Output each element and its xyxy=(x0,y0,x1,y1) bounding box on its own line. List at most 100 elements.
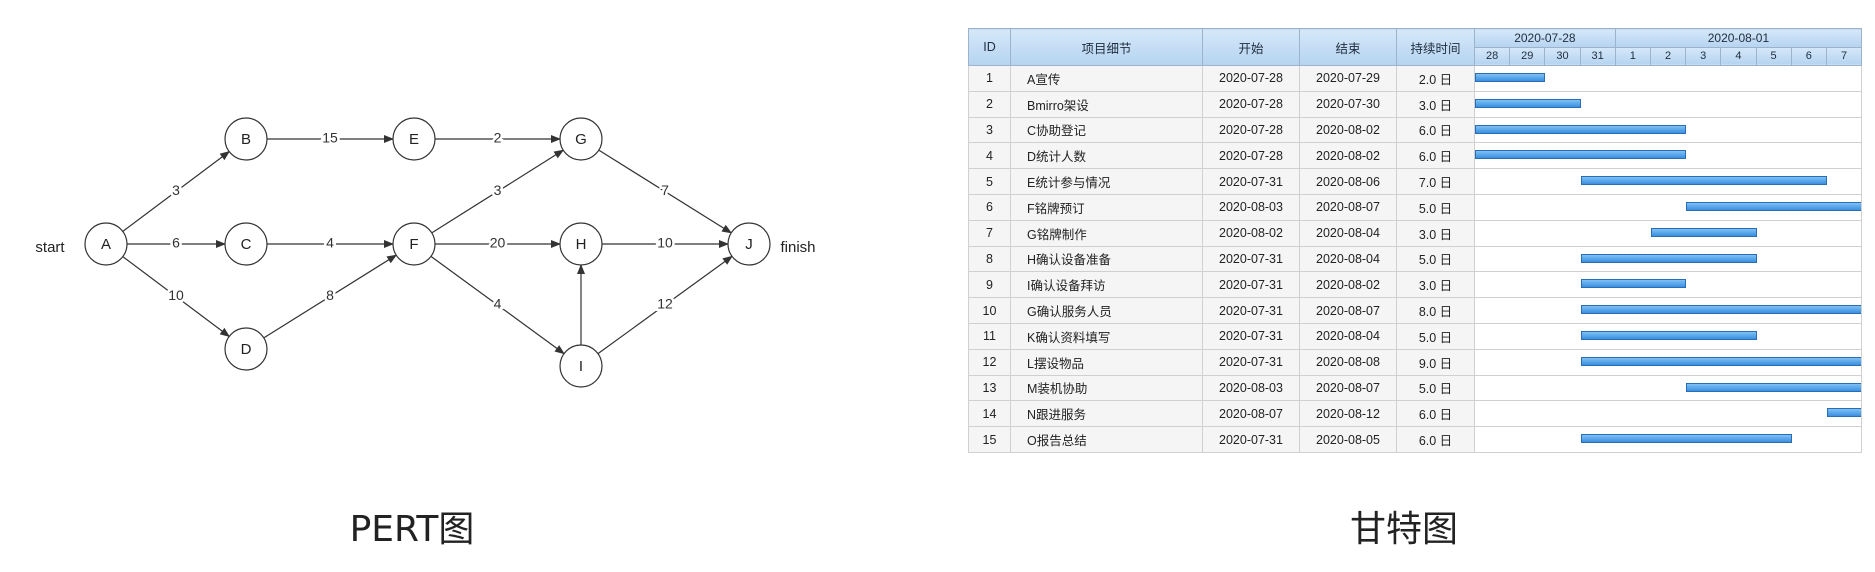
node-A: A xyxy=(84,222,128,266)
row-task: A宣传 xyxy=(1010,65,1203,92)
row-task: D统计人数 xyxy=(1010,142,1203,170)
row-start: 2020-07-31 xyxy=(1202,168,1300,195)
task-bar[interactable] xyxy=(1580,176,1827,186)
edge-weight-label: 7 xyxy=(661,182,669,198)
task-bar[interactable] xyxy=(1651,227,1757,237)
task-bar[interactable] xyxy=(1580,330,1757,340)
node-circle xyxy=(224,222,268,266)
row-end: 2020-08-12 xyxy=(1299,400,1397,428)
node-label: D xyxy=(241,341,252,358)
row-id: 1 xyxy=(968,65,1011,92)
edge-I-J xyxy=(597,255,733,355)
edge-weight-label: 10 xyxy=(168,287,184,303)
edge-weight-label: 12 xyxy=(657,296,673,312)
row-start: 2020-07-31 xyxy=(1202,348,1300,376)
row-task: E统计参与情况 xyxy=(1010,168,1203,195)
row-end: 2020-08-07 xyxy=(1299,193,1397,221)
node-circle xyxy=(559,222,603,266)
row-end: 2020-08-06 xyxy=(1299,168,1397,195)
row-timeline xyxy=(1473,245,1863,273)
start-label: start xyxy=(35,239,65,256)
row-id: 13 xyxy=(968,374,1011,402)
row-task: K确认资料填写 xyxy=(1010,322,1203,350)
node-circle xyxy=(392,222,436,266)
row-timeline xyxy=(1473,65,1863,92)
task-bar[interactable] xyxy=(1580,434,1792,444)
row-start: 2020-07-31 xyxy=(1202,297,1300,324)
row-end: 2020-07-29 xyxy=(1299,65,1397,92)
edge-weight-label: 3 xyxy=(172,182,180,198)
row-id: 6 xyxy=(968,193,1011,221)
row-id: 8 xyxy=(968,245,1011,273)
day-header: 29 xyxy=(1509,46,1546,66)
task-bar[interactable] xyxy=(1475,150,1687,160)
edge-weight-label: 20 xyxy=(490,235,506,251)
row-timeline xyxy=(1473,271,1863,299)
row-id: 11 xyxy=(968,322,1011,350)
header-start: 开始 xyxy=(1202,28,1300,66)
day-header: 2 xyxy=(1649,46,1687,66)
task-bar[interactable] xyxy=(1475,73,1546,82)
node-label: A xyxy=(101,236,111,253)
node-label: F xyxy=(409,236,418,253)
row-task: G铭牌制作 xyxy=(1010,219,1203,247)
task-bar[interactable] xyxy=(1580,279,1687,289)
header-id: ID xyxy=(968,28,1011,66)
task-bar[interactable] xyxy=(1580,356,1861,366)
task-bar[interactable] xyxy=(1686,201,1861,211)
row-duration: 6.0 日 xyxy=(1396,116,1475,144)
row-duration: 2.0 日 xyxy=(1396,65,1475,92)
month-header: 2020-07-28 xyxy=(1474,28,1616,48)
node-F: F xyxy=(392,222,436,266)
row-task: L摆设物品 xyxy=(1010,348,1203,376)
edge-A-B xyxy=(122,151,230,232)
task-bar[interactable] xyxy=(1475,98,1581,108)
row-start: 2020-07-31 xyxy=(1202,426,1300,453)
node-B: B xyxy=(224,117,268,161)
row-timeline xyxy=(1473,297,1863,324)
row-start: 2020-07-31 xyxy=(1202,245,1300,273)
row-duration: 5.0 日 xyxy=(1396,193,1475,221)
node-D: D xyxy=(224,327,268,371)
row-start: 2020-07-31 xyxy=(1202,322,1300,350)
node-circle xyxy=(559,344,603,388)
row-duration: 3.0 日 xyxy=(1396,90,1475,118)
edge-weight-label: 3 xyxy=(494,182,502,198)
row-duration: 5.0 日 xyxy=(1396,374,1475,402)
row-start: 2020-08-07 xyxy=(1202,400,1300,428)
row-duration: 8.0 日 xyxy=(1396,297,1475,324)
row-end: 2020-08-02 xyxy=(1299,271,1397,299)
row-timeline xyxy=(1473,426,1863,453)
task-bar[interactable] xyxy=(1580,253,1757,263)
row-task: O报告总结 xyxy=(1010,426,1203,453)
task-bar[interactable] xyxy=(1475,124,1687,134)
edge-weight-label: 2 xyxy=(494,130,502,146)
row-duration: 3.0 日 xyxy=(1396,219,1475,247)
node-C: C xyxy=(224,222,268,266)
row-start: 2020-07-28 xyxy=(1202,65,1300,92)
row-duration: 6.0 日 xyxy=(1396,426,1475,453)
node-J: J xyxy=(727,222,771,266)
edge-weight-label: 4 xyxy=(326,235,334,251)
row-id: 9 xyxy=(968,271,1011,299)
header-end: 结束 xyxy=(1299,28,1397,66)
row-start: 2020-07-31 xyxy=(1202,271,1300,299)
task-bar[interactable] xyxy=(1580,305,1861,315)
node-G: G xyxy=(559,117,603,161)
day-header: 30 xyxy=(1544,46,1581,66)
node-label: J xyxy=(745,236,753,253)
task-bar[interactable] xyxy=(1686,382,1861,392)
row-task: G确认服务人员 xyxy=(1010,297,1203,324)
row-duration: 5.0 日 xyxy=(1396,322,1475,350)
pert-caption: PERT图 xyxy=(349,509,475,550)
month-header: 2020-08-01 xyxy=(1614,28,1863,48)
edge-F-G xyxy=(431,149,565,234)
row-task: C协助登记 xyxy=(1010,116,1203,144)
node-circle xyxy=(727,222,771,266)
task-bar[interactable] xyxy=(1827,408,1861,418)
